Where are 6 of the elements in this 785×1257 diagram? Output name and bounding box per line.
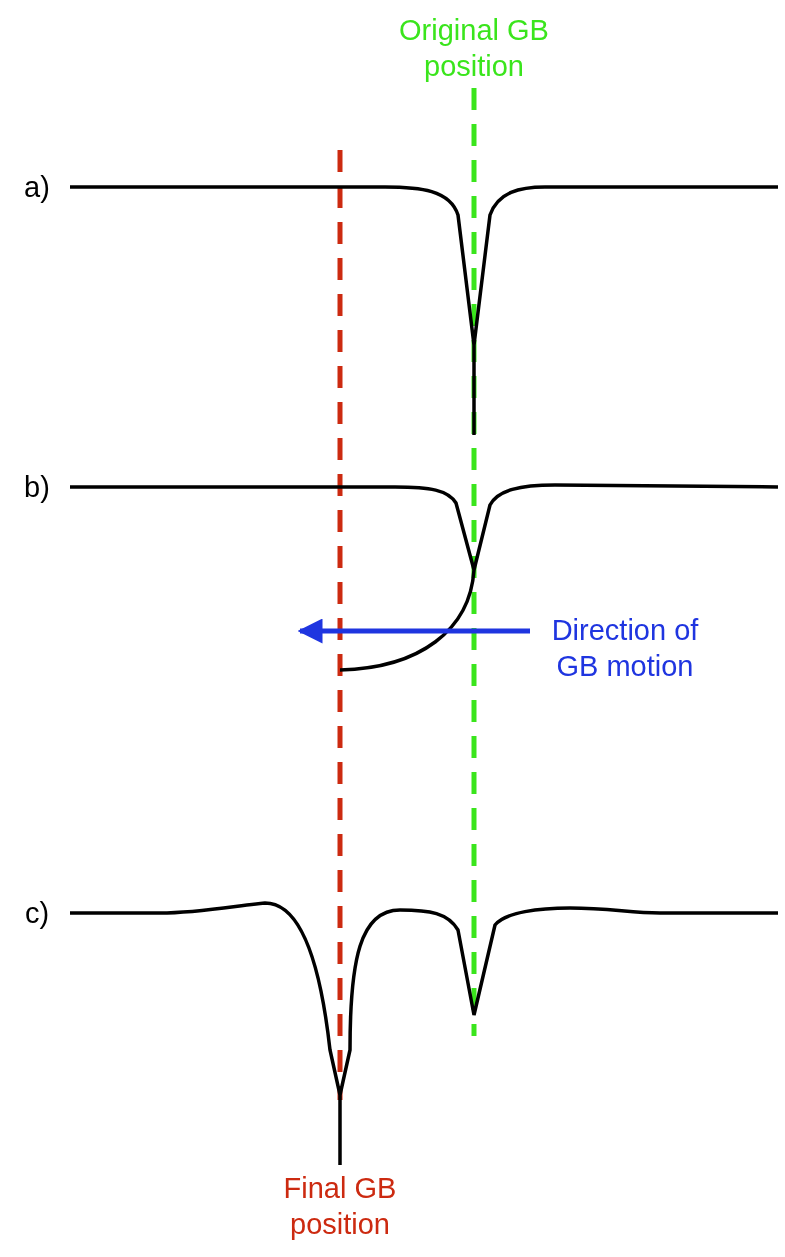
panel-label: a)	[23, 170, 51, 205]
annotation-text: Final GB position	[282, 1171, 398, 1242]
panel-label: c)	[23, 896, 51, 931]
annotation-text: Original GB position	[398, 13, 550, 84]
panel-label: b)	[23, 470, 51, 505]
annotation-text: Direction of GB motion	[550, 613, 700, 684]
